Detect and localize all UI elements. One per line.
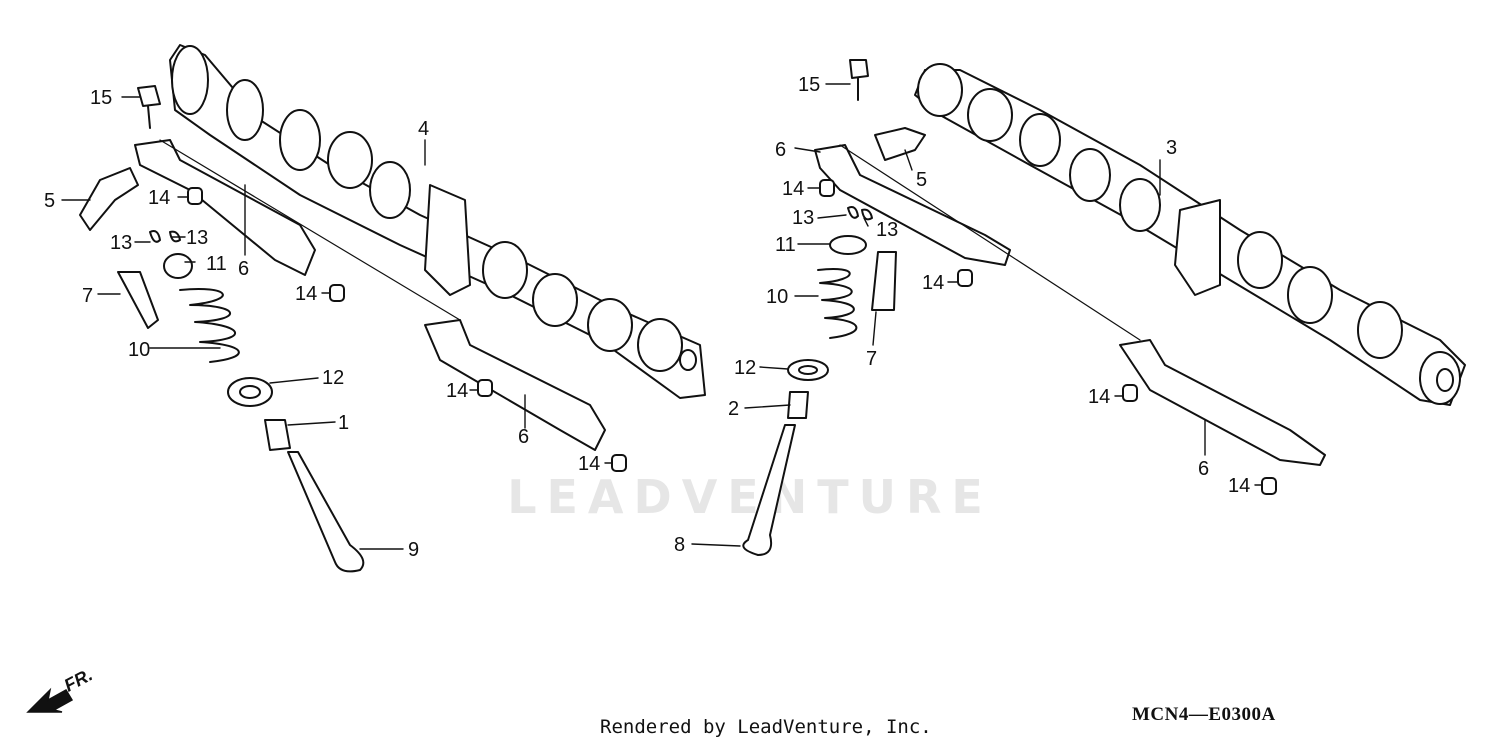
callout-label[interactable]: 6 (775, 139, 786, 161)
bolt-left (137, 85, 161, 129)
dowel-left-c (477, 379, 493, 397)
callout-label[interactable]: 3 (1166, 137, 1177, 159)
cam-plate-right-lower (1119, 339, 1326, 466)
valve-right (742, 424, 796, 556)
callout-label[interactable]: 13 (186, 227, 208, 249)
callout-label[interactable]: 1 (338, 412, 349, 434)
callout-label[interactable]: 12 (322, 367, 344, 389)
dowel-right-b (957, 269, 973, 287)
front-arrow-icon (26, 687, 74, 713)
callout-label[interactable]: 14 (782, 178, 804, 200)
callout-label[interactable]: 14 (148, 187, 170, 209)
callout-label[interactable]: 13 (110, 232, 132, 254)
camshaft-left (169, 44, 706, 399)
callout-label[interactable]: 12 (734, 357, 756, 379)
callout-label[interactable]: 5 (916, 169, 927, 191)
cotter-right (847, 206, 873, 221)
callout-label[interactable]: 11 (775, 234, 796, 256)
callout-label[interactable]: 14 (295, 283, 317, 305)
callout-label[interactable]: 4 (418, 118, 429, 140)
seal-right (787, 391, 809, 419)
dowel-right-c (1122, 384, 1138, 402)
dowel-right-d (1261, 477, 1277, 495)
callout-label[interactable]: 14 (578, 453, 600, 475)
callout-label[interactable]: 11 (206, 253, 227, 275)
bolt-right (849, 59, 869, 101)
seat-left (227, 377, 273, 407)
callout-label[interactable]: 14 (922, 272, 944, 294)
callout-label[interactable]: 7 (82, 285, 93, 307)
lifter-right (871, 251, 897, 311)
callout-label[interactable]: 2 (728, 398, 739, 420)
callout-label[interactable]: 9 (408, 539, 419, 561)
rocker-left (79, 167, 139, 231)
valve-left (287, 451, 365, 573)
callout-label[interactable]: 10 (128, 339, 150, 361)
callout-label[interactable]: 15 (90, 87, 112, 109)
seal-left (264, 419, 291, 451)
callout-label[interactable]: 8 (674, 534, 685, 556)
callout-label[interactable]: 6 (518, 426, 529, 448)
spring-left (179, 288, 240, 363)
callout-label[interactable]: 6 (1198, 458, 1209, 480)
callout-label[interactable]: 5 (44, 190, 55, 212)
lifter-left (117, 271, 159, 329)
retainer-left (163, 253, 193, 279)
dowel-right-a (819, 179, 835, 197)
dowel-left-a (187, 187, 203, 205)
dowel-left-b (329, 284, 345, 302)
callout-label[interactable]: 6 (238, 258, 249, 280)
callout-label[interactable]: 14 (1228, 475, 1250, 497)
callout-label[interactable]: 10 (766, 286, 788, 308)
callout-label[interactable]: 7 (866, 348, 877, 370)
rocker-right (874, 127, 926, 161)
cotter-left (149, 230, 181, 243)
part-callouts: 15 4 5 14 6 13 13 11 7 14 10 12 1 14 6 1… (44, 74, 1250, 561)
seat-right (787, 359, 829, 381)
callout-label[interactable]: 14 (446, 380, 468, 402)
callout-label[interactable]: 14 (1088, 386, 1110, 408)
watermark-text: LEADVENTURE (507, 470, 993, 524)
dowel-left-d (611, 454, 627, 472)
callout-label[interactable]: 15 (798, 74, 820, 96)
diagram-code: MCN4—E0300A (1132, 704, 1276, 725)
callout-label[interactable]: 13 (792, 207, 814, 229)
render-credit: Rendered by LeadVenture, Inc. (600, 716, 932, 738)
retainer-right (829, 235, 867, 255)
camshaft-right (914, 63, 1466, 406)
spring-right (817, 268, 858, 339)
cam-plate-left-upper (134, 139, 316, 276)
callout-label[interactable]: 13 (876, 219, 898, 241)
